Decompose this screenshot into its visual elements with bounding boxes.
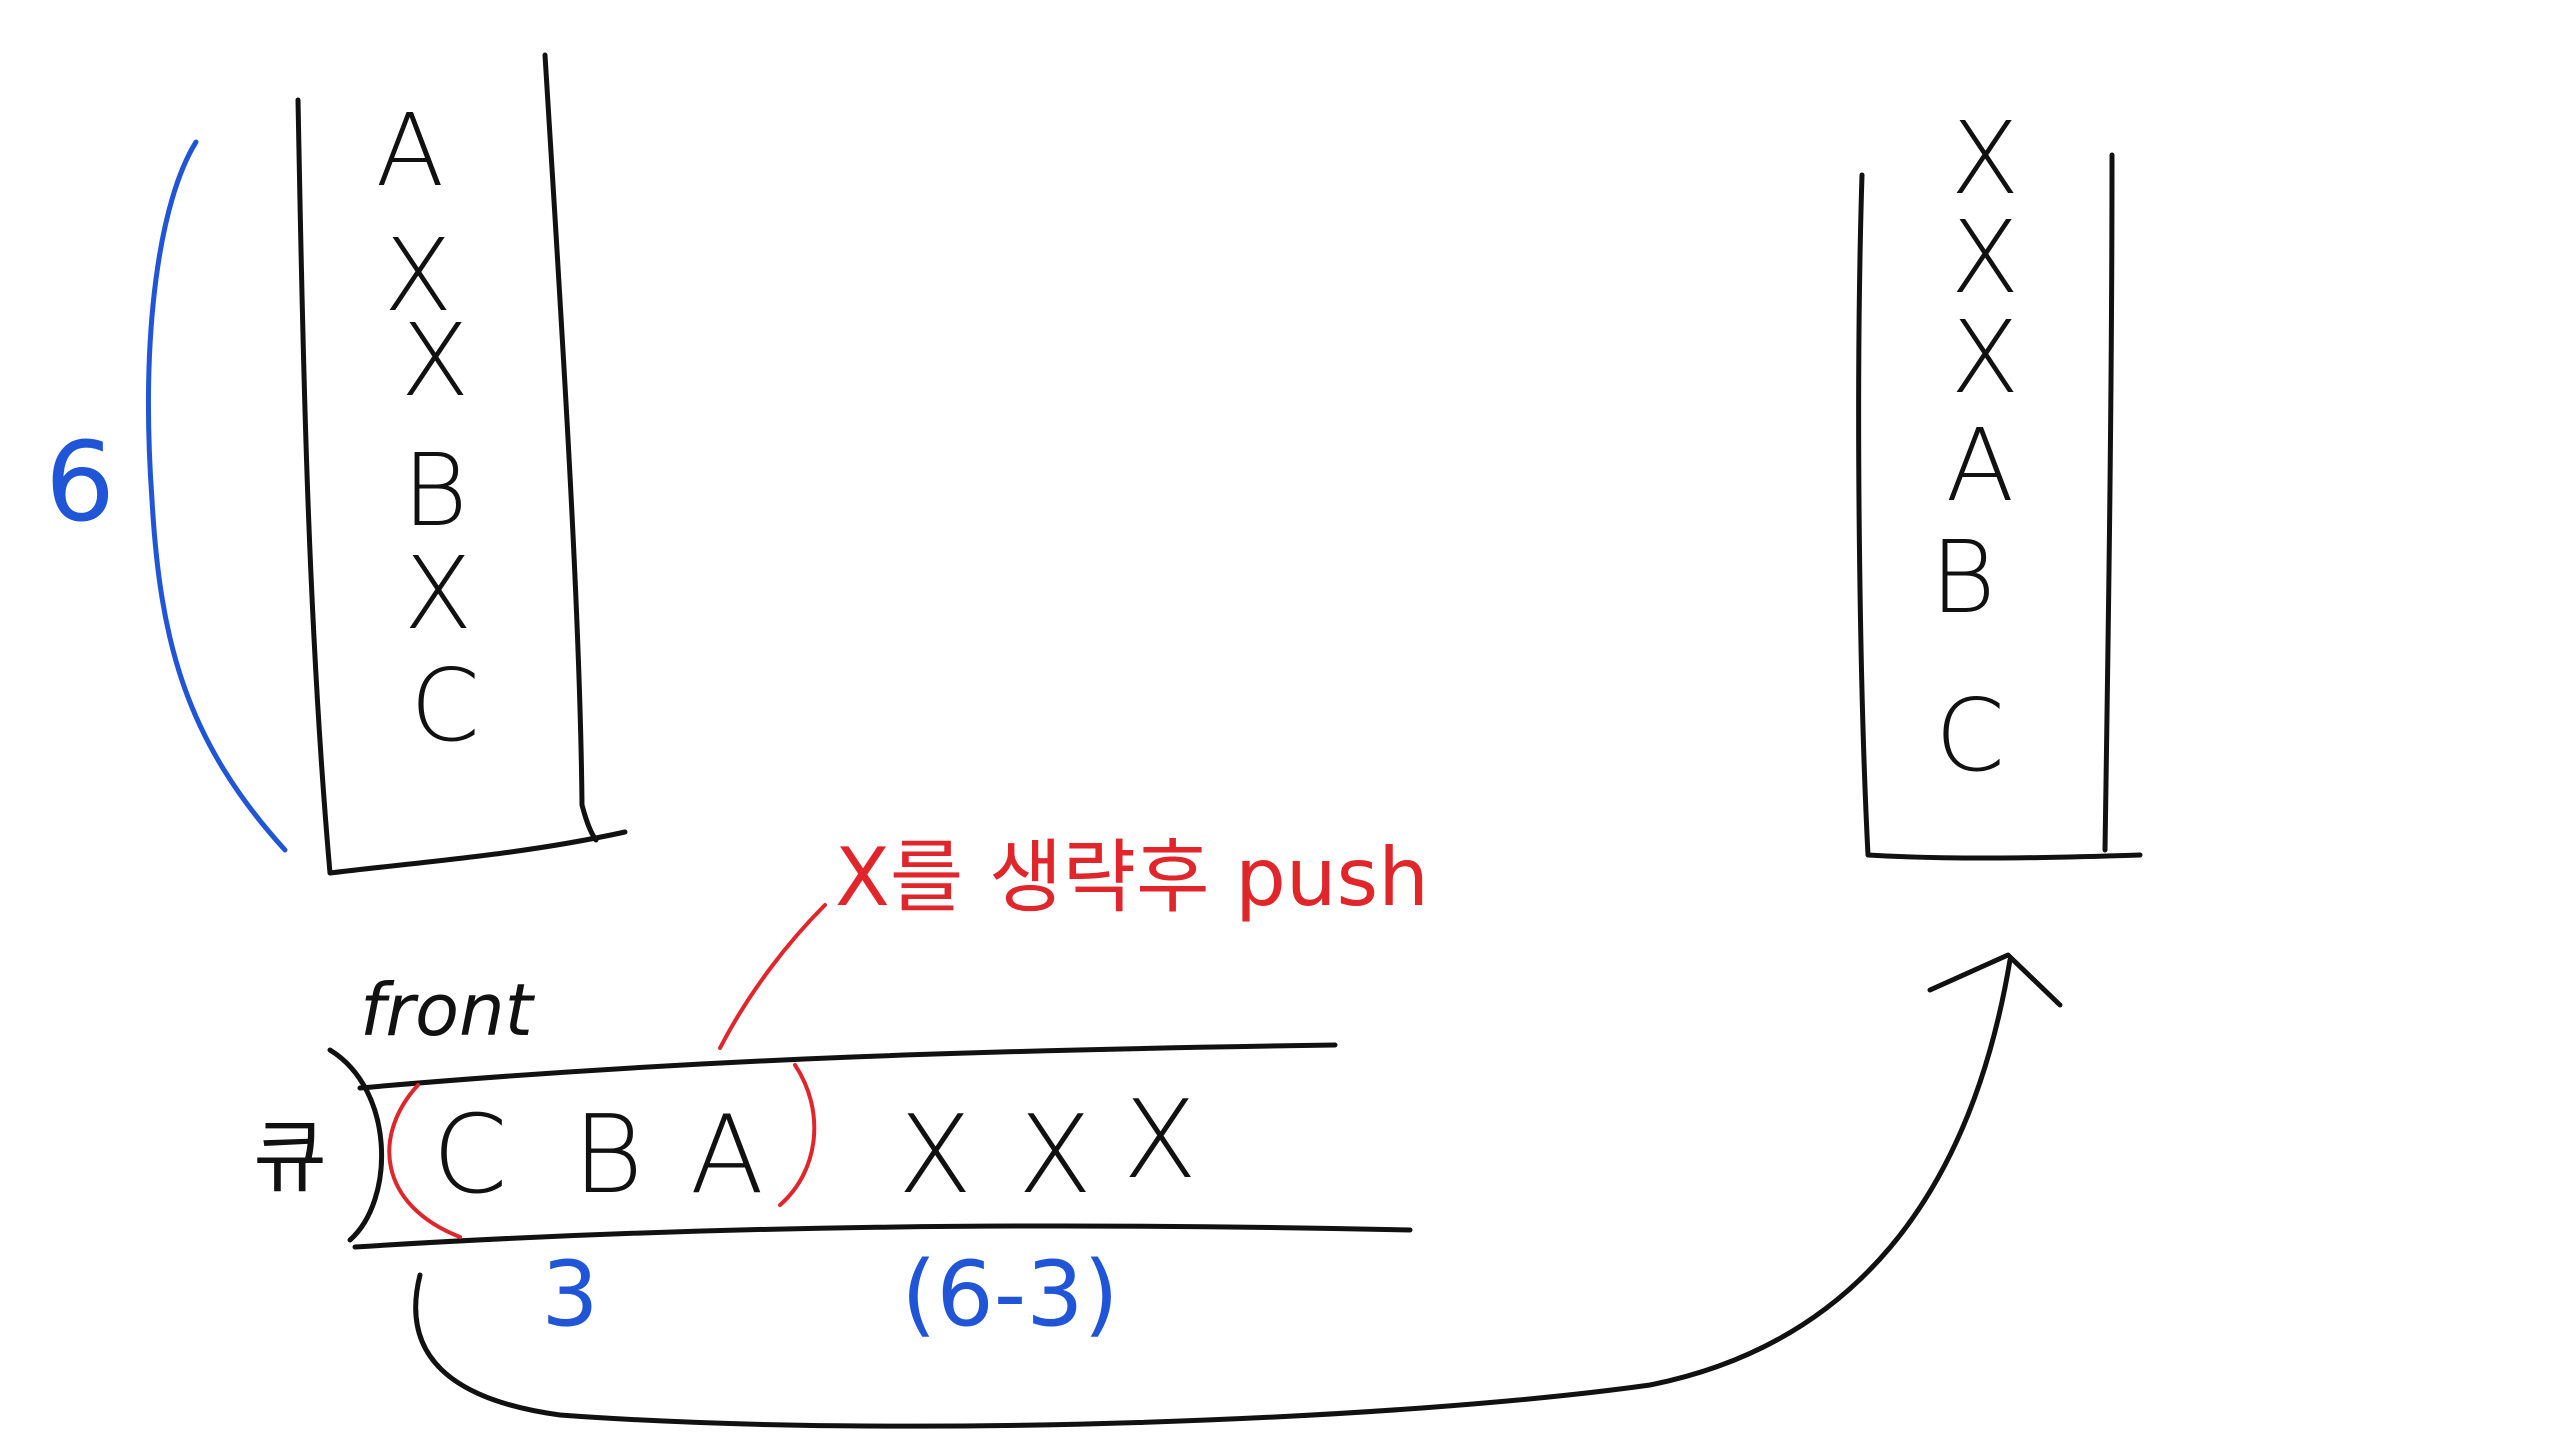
queue-bottom-line — [352, 1223, 1413, 1250]
left-stack-size-annotation: 6 — [45, 139, 288, 853]
left-stack-item: A — [376, 92, 444, 209]
queue-side-label: 큐 — [253, 1111, 327, 1204]
size-brace — [146, 139, 288, 853]
push-arrow-curve — [413, 957, 2013, 1429]
queue: 큐 front C B A X X X 3 (6-3) — [253, 968, 1413, 1347]
left-stack-items: A X X B X C — [376, 92, 480, 764]
right-stack-outline — [1856, 152, 2143, 861]
size-label: 6 — [45, 418, 115, 546]
left-stack: A X X B X C — [295, 52, 628, 876]
kept-group-open-paren — [387, 1083, 462, 1239]
left-stack-item: B — [402, 432, 467, 549]
right-stack-item: X — [1951, 100, 2020, 217]
left-stack-item: X — [384, 217, 453, 334]
annotation-leader-line — [718, 903, 827, 1050]
annotation-text: X를 생략후 push — [835, 831, 1429, 924]
queue-item: X — [1018, 1093, 1092, 1218]
push-arrow — [413, 952, 2063, 1429]
right-stack-item: B — [1930, 519, 1995, 636]
queue-item: X — [1123, 1078, 1197, 1203]
x-count-label: (6-3) — [901, 1242, 1118, 1347]
right-stack: X X X A B C — [1856, 100, 2143, 861]
right-stack-item: C — [1935, 677, 2005, 794]
queue-item: A — [690, 1093, 764, 1218]
kept-count-label: 3 — [541, 1242, 598, 1347]
queue-item: B — [573, 1093, 644, 1218]
left-stack-item: X — [404, 535, 473, 652]
left-stack-item: C — [410, 647, 480, 764]
right-stack-item: X — [1951, 199, 2020, 316]
right-stack-items: X X X A B C — [1930, 100, 2019, 794]
queue-kept-items: C B A — [432, 1093, 764, 1218]
queue-item: C — [432, 1093, 507, 1218]
left-stack-outline — [295, 52, 628, 876]
queue-top-line — [357, 1042, 1338, 1091]
kept-group-close-paren — [778, 1063, 817, 1207]
queue-x-items: X X X — [898, 1078, 1197, 1218]
queue-front-label: front — [360, 968, 536, 1052]
queue-item: X — [898, 1093, 972, 1218]
right-stack-item: X — [1951, 299, 2020, 416]
left-stack-item: X — [401, 302, 470, 419]
skip-x-annotation: X를 생략후 push — [718, 831, 1429, 1050]
push-arrow-head — [1927, 952, 2063, 1008]
right-stack-item: A — [1946, 407, 2014, 524]
queue-bracket — [327, 1047, 385, 1243]
